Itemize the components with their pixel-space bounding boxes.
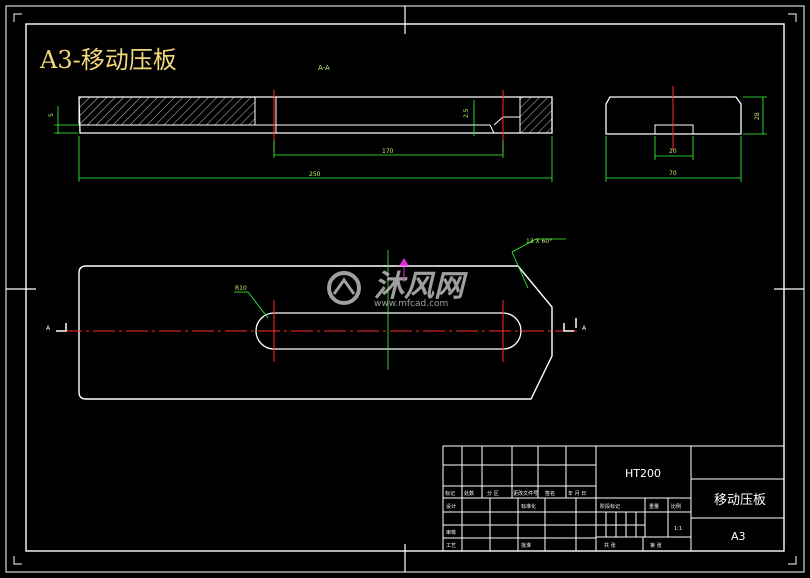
- dim-thickness-left: 5: [48, 113, 55, 117]
- plate-outline: [78, 265, 553, 400]
- watermark: 沐风网 www.mfcad.com: [327, 258, 468, 309]
- watermark-arrow-icon: [399, 258, 409, 266]
- section-hatch-left: [78, 96, 256, 126]
- revision-header-signature: 签名: [545, 490, 555, 497]
- watermark-url: www.mfcad.com: [374, 299, 448, 309]
- section-marker-left: A: [46, 325, 51, 332]
- section-hatch-right: [519, 96, 553, 134]
- side-slot: [654, 124, 694, 135]
- section-marker-right: A: [582, 325, 587, 332]
- watermark-logo-icon: [327, 271, 361, 305]
- section-view: 5 2.5 170 250: [48, 90, 553, 182]
- title-block-material: HT200: [625, 467, 661, 480]
- title-block-sheet-size: A3: [731, 530, 746, 543]
- revision-header-change-doc: 更改文件号: [513, 490, 538, 497]
- dim-side-slot-width: 20: [669, 148, 677, 155]
- stage-header-mark: 阶段标记: [600, 503, 620, 510]
- role-standard: 标准化: [521, 503, 536, 510]
- dim-overall-length: 250: [309, 171, 321, 178]
- role-review: 审核: [446, 529, 456, 536]
- role-process: 工艺: [446, 543, 456, 549]
- revision-headers: 标记 处数 分 区 更改文件号 签名 年 月 日: [445, 490, 586, 497]
- revision-header-date: 年 月 日: [568, 490, 586, 497]
- title-block-part-name: 移动压板: [714, 493, 766, 508]
- dim-side-width: 70: [669, 170, 677, 177]
- dim-chamfer: 13 X 60°: [526, 238, 552, 245]
- title-block-scale: 1:1: [674, 526, 682, 532]
- side-outline: [605, 96, 742, 135]
- dim-slot-radius: R10: [235, 285, 247, 292]
- drawing-title: A3-移动压板: [39, 46, 177, 74]
- watermark-brand: 沐风网: [374, 269, 468, 304]
- dim-side-height: 28: [754, 112, 761, 120]
- sheet-total: 共 张: [604, 542, 616, 549]
- role-labels: 设计 标准化 审核 工艺 批准: [446, 503, 536, 549]
- section-label: A-A: [318, 64, 330, 72]
- trim-marks: [13, 13, 797, 565]
- role-approve: 批准: [521, 542, 531, 549]
- side-view: 20 70 28: [605, 86, 767, 182]
- section-groove: [276, 124, 495, 134]
- dim-slot-length: 170: [382, 148, 394, 155]
- revision-header-zone: 分 区: [487, 490, 499, 497]
- role-design: 设计: [446, 503, 456, 510]
- stage-header-scale: 比例: [671, 503, 681, 510]
- revision-header-mark: 标记: [445, 490, 455, 497]
- stage-header-weight: 重量: [649, 503, 659, 510]
- sheet-current: 第 张: [650, 542, 662, 549]
- centering-marks: [6, 6, 804, 572]
- dim-step-height: 2.5: [463, 108, 470, 118]
- stage-headers: 阶段标记 重量 比例: [600, 503, 681, 510]
- revision-header-count: 处数: [464, 490, 474, 497]
- top-view: A A 13 X 60° R10: [46, 238, 587, 400]
- title-block: [442, 445, 785, 552]
